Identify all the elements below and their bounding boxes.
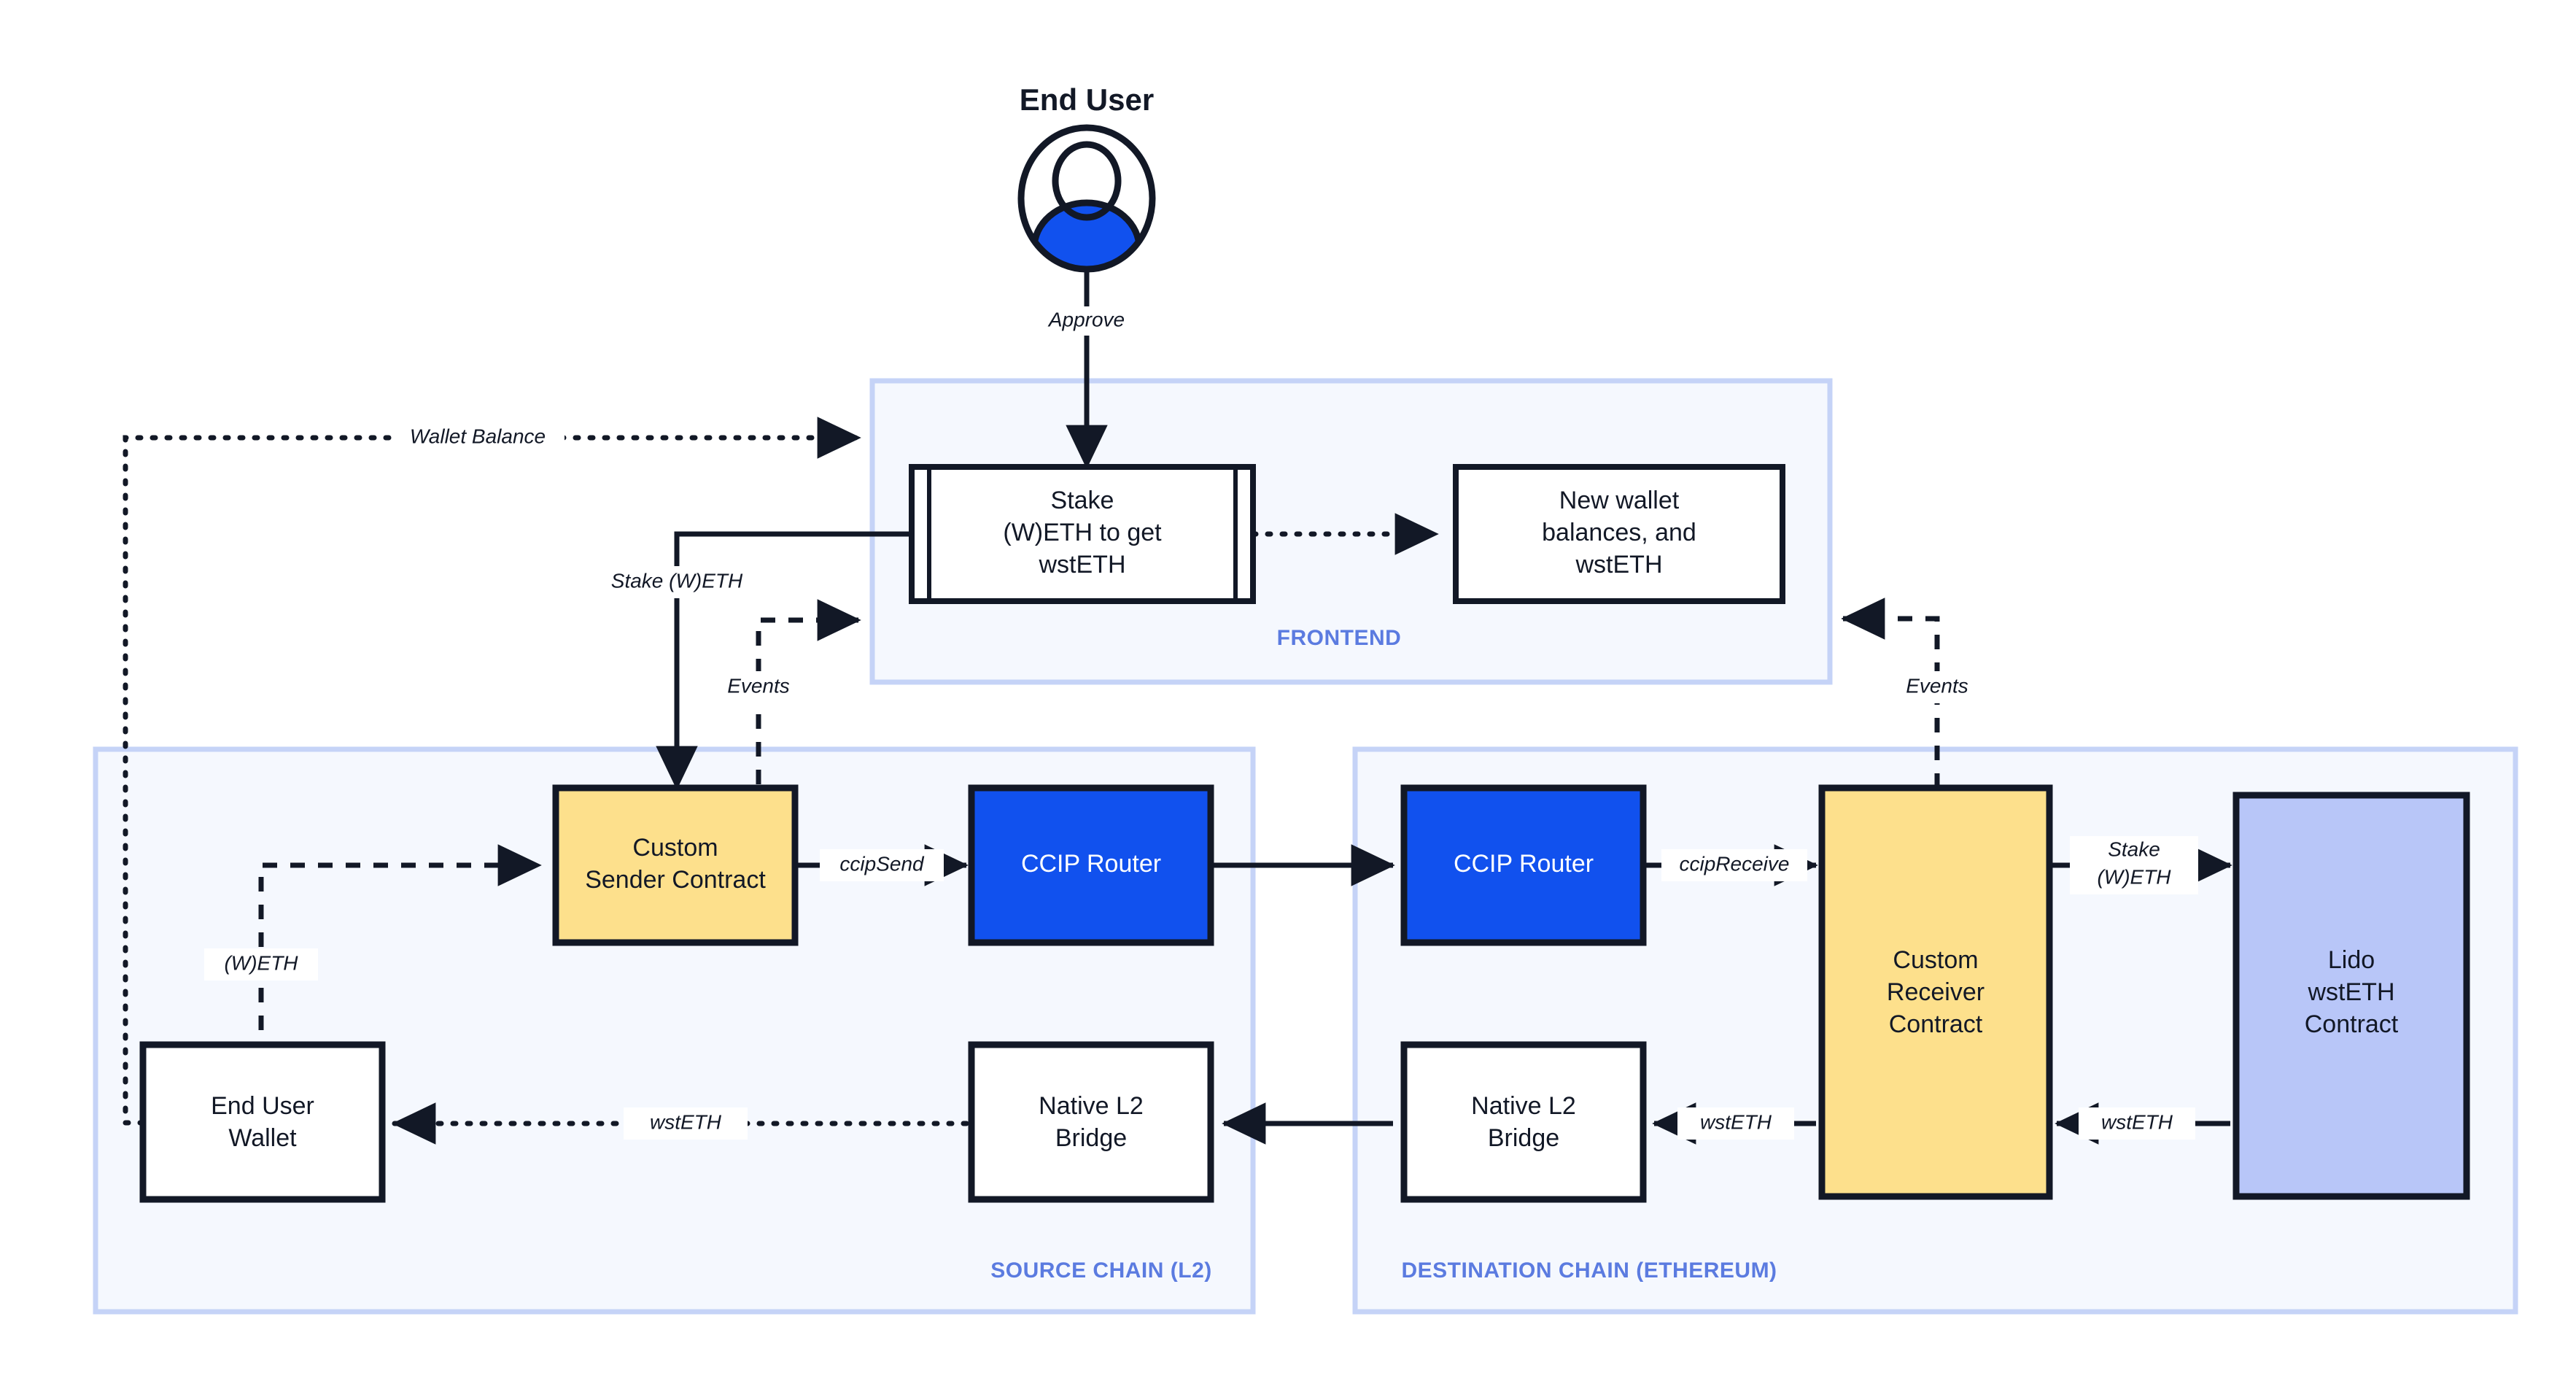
edge-wsteth-lido: wstETH xyxy=(2055,1102,2230,1145)
node-label-wallet-line2: Wallet xyxy=(228,1124,297,1152)
edge-label-stake-weth: Stake (W)ETH xyxy=(611,569,743,592)
node-label-sender-contract-line1: Custom xyxy=(632,834,718,862)
node-label-router-dst: CCIP Router xyxy=(1454,850,1594,878)
edge-label-ccipsend: ccipSend xyxy=(839,852,925,875)
node-label-lido-line1: Lido xyxy=(2328,946,2375,974)
node-label-wallet-line1: End User xyxy=(211,1092,314,1120)
node-router-dst[interactable]: CCIP Router xyxy=(1400,784,1647,946)
node-label-receiver-contract-line1: Custom xyxy=(1893,946,1978,974)
node-label-stake-ui-line1: Stake xyxy=(1051,487,1114,514)
zone-label-frontend: FRONTEND xyxy=(1277,626,1402,650)
edge-ccipsend: ccipSend xyxy=(795,844,969,886)
zone-label-source-chain: SOURCE CHAIN (L2) xyxy=(990,1258,1212,1283)
edge-weth: (W)ETH xyxy=(204,844,542,1058)
node-label-lido-line3: Contract xyxy=(2305,1010,2399,1038)
edge-label-wsteth-lido: wstETH xyxy=(2101,1110,2173,1133)
node-bridge-dst[interactable]: Native L2 Bridge xyxy=(1400,1041,1647,1203)
edge-wallet-balance: Wallet Balance xyxy=(123,417,862,1126)
node-label-new-balances-line2: balances, and xyxy=(1542,519,1696,546)
edge-label-wsteth-wallet: wstETH xyxy=(650,1110,722,1133)
zone-label-destination-chain: DESTINATION CHAIN (ETHEREUM) xyxy=(1401,1258,1777,1283)
node-wallet[interactable]: End User Wallet xyxy=(139,1041,386,1203)
actor-end-user: End User xyxy=(1017,82,1156,273)
node-label-sender-contract-line2: Sender Contract xyxy=(585,866,766,894)
edge-ccipreceive: ccipReceive xyxy=(1643,844,1818,886)
node-label-bridge-dst-line1: Native L2 xyxy=(1471,1092,1576,1120)
node-label-new-balances-line1: New wallet xyxy=(1559,487,1680,514)
edge-label-wallet-balance: Wallet Balance xyxy=(410,425,546,447)
edge-label-stake-weth-2-line1: Stake xyxy=(2108,838,2160,860)
node-label-stake-ui-line2: (W)ETH to get xyxy=(1003,519,1162,546)
edge-label-weth: (W)ETH xyxy=(224,951,298,974)
actor-label-end-user: End User xyxy=(1020,82,1154,117)
edge-wsteth-wallet: wstETH xyxy=(391,1102,969,1145)
node-label-lido-line2: wstETH xyxy=(2308,978,2395,1006)
node-label-bridge-src-line1: Native L2 xyxy=(1039,1092,1144,1120)
node-sender-contract[interactable]: Custom Sender Contract xyxy=(552,784,799,946)
edge-label-ccipreceive: ccipReceive xyxy=(1680,852,1790,875)
edge-label-stake-weth-2-line2: (W)ETH xyxy=(2097,865,2171,888)
node-label-stake-ui-line3: wstETH xyxy=(1039,551,1126,579)
node-stake-ui[interactable]: Stake (W)ETH to get wstETH xyxy=(909,464,1256,604)
edge-label-events-left: Events xyxy=(727,674,790,697)
edge-events-left: Events xyxy=(702,599,861,784)
node-label-router-src: CCIP Router xyxy=(1021,850,1161,878)
edge-approve: Approve xyxy=(1031,270,1140,469)
edge-label-events-right: Events xyxy=(1906,674,1968,697)
edge-wsteth-bridge: wstETH xyxy=(1652,1102,1816,1145)
node-receiver-contract[interactable]: Custom Receiver Contract xyxy=(1818,784,2053,1200)
node-label-receiver-contract-line3: Contract xyxy=(1889,1010,1983,1038)
node-router-src[interactable]: CCIP Router xyxy=(968,784,1214,946)
edge-label-wsteth-bridge: wstETH xyxy=(1700,1110,1772,1133)
node-label-bridge-dst-line2: Bridge xyxy=(1488,1124,1559,1152)
node-new-balances[interactable]: New wallet balances, and wstETH xyxy=(1453,464,1785,604)
user-avatar-icon xyxy=(1017,124,1156,273)
edge-events-right: Events xyxy=(1841,597,1994,788)
node-label-receiver-contract-line2: Receiver xyxy=(1887,978,1985,1006)
node-label-bridge-src-line2: Bridge xyxy=(1055,1124,1127,1152)
edge-stake-weth: Stake (W)ETH xyxy=(600,531,912,790)
node-bridge-src[interactable]: Native L2 Bridge xyxy=(968,1041,1214,1203)
edge-stake-weth-2: Stake (W)ETH xyxy=(2049,836,2232,894)
node-lido[interactable]: Lido wstETH Contract xyxy=(2232,792,2470,1200)
node-label-new-balances-line3: wstETH xyxy=(1575,551,1663,579)
edge-label-approve: Approve xyxy=(1047,308,1125,330)
